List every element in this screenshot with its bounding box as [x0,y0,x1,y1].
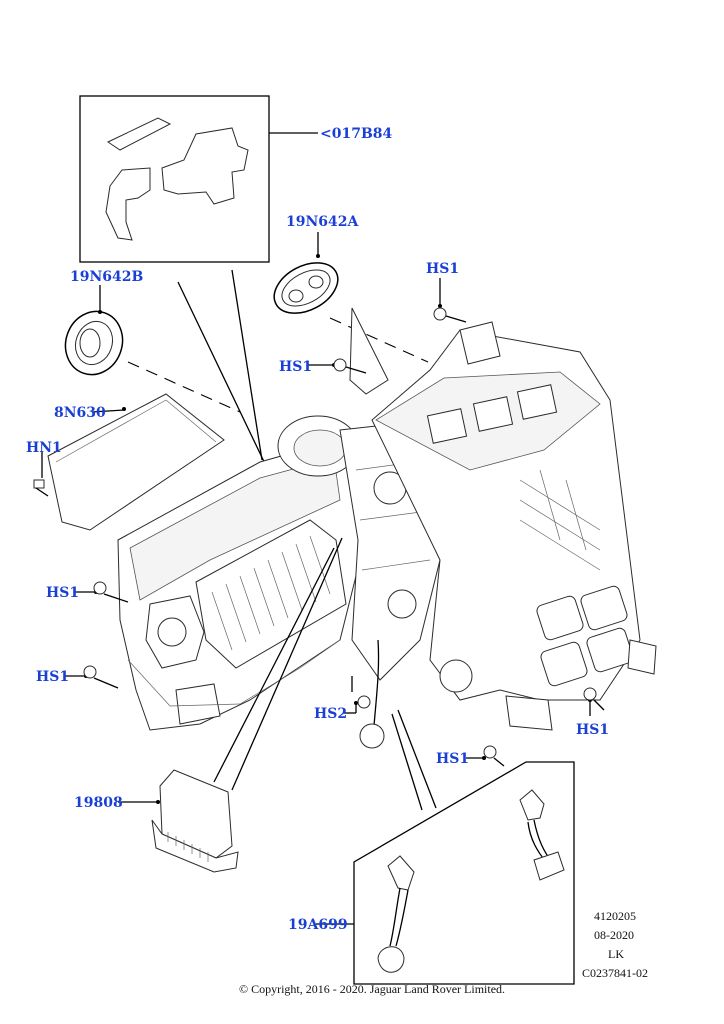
screw-hs1-top [433,278,467,323]
callout-hs1-left2[interactable]: HS1 [36,669,69,685]
inset-gasket-kit [79,95,318,263]
hvac-assembly [117,307,657,749]
meta-line-2: 08-2020 [594,928,634,942]
screw-hs1-mid [308,358,367,374]
meta-line-4: C0237841-02 [582,966,648,980]
callout-hs1-mid[interactable]: HS1 [279,359,312,375]
meta-line-1: 4120205 [594,909,636,923]
callout-19a699[interactable]: 19A699 [288,917,348,933]
screw-hs1-right [583,687,605,716]
callout-19n642b[interactable]: 19N642B [70,269,144,285]
callout-19n642a[interactable]: 19N642A [286,214,360,230]
callout-hs2[interactable]: HS2 [314,706,347,722]
screw-hs1-left1 [74,581,129,603]
callout-hs1-top[interactable]: HS1 [426,261,459,277]
meta-line-3: LK [608,947,624,961]
module-19808 [118,769,239,873]
screw-hs1-bottom [466,745,505,767]
callout-8n630[interactable]: 8N630 [54,405,106,421]
screw-hs1-left2 [64,665,119,689]
grommet-19n642b [64,285,124,376]
grommet-19n642a [273,232,339,314]
callout-hs1-bottom[interactable]: HS1 [436,751,469,767]
callout-017b84[interactable]: <017B84 [320,126,393,142]
fastener-hn1 [33,452,49,497]
callout-19808[interactable]: 19808 [74,795,123,811]
screw-hs2 [344,676,371,714]
callout-hs1-right[interactable]: HS1 [576,722,609,738]
inset-harness-19a699 [316,761,575,985]
callout-hn1[interactable]: HN1 [26,440,62,456]
callout-hs1-left1[interactable]: HS1 [46,585,79,601]
filter-cover-8n630 [47,393,225,531]
copyright: © Copyright, 2016 - 2020. Jaguar Land Ro… [239,982,505,996]
